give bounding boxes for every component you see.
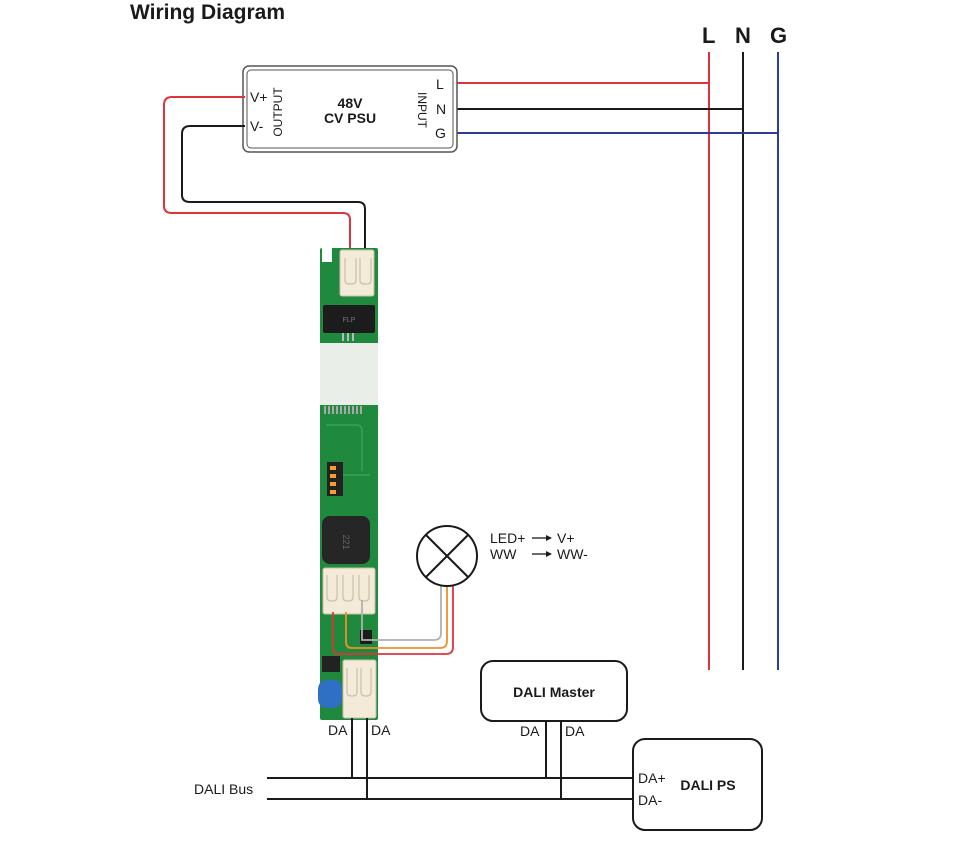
psu-box: 48V CV PSU V+ V- OUTPUT INPUT L N G — [242, 65, 458, 153]
psu-terminal-l: L — [436, 76, 444, 92]
mapping-to-wwminus: WW- — [557, 546, 588, 562]
dali-master-terminal-da2: DA — [565, 723, 585, 739]
psu-terminal-n: N — [436, 101, 446, 117]
svg-text:221: 221 — [341, 534, 351, 549]
lamp-mapping: LED+ V+ WW WW- — [490, 530, 588, 562]
dali-master-box: DALI Master — [480, 660, 628, 722]
mains-label-ground: G — [770, 23, 787, 48]
psu-output-label: OUTPUT — [271, 87, 285, 137]
led-orange-wire — [345, 586, 448, 649]
lamp-symbol — [416, 525, 478, 587]
controller-terminal-da2: DA — [371, 722, 391, 738]
arrow-right-icon — [532, 535, 552, 541]
mapping-from-ledplus: LED+ — [490, 530, 525, 546]
psu-terminal-vminus: V- — [250, 118, 264, 134]
power-inductor — [322, 516, 370, 564]
dali-ps-label: DALI PS — [680, 777, 735, 793]
arrow-right-icon — [532, 551, 552, 557]
dali-master-label: DALI Master — [513, 684, 595, 700]
dali-master-terminal-da1: DA — [520, 723, 540, 739]
psu-terminal-g: G — [435, 125, 446, 141]
led-red-wire — [332, 586, 454, 655]
dali-bus-label: DALI Bus — [194, 781, 253, 797]
pcb-notch — [322, 248, 332, 262]
diagram-title: Wiring Diagram — [130, 1, 285, 24]
dali-ps-box: DALI PS DA+ DA- — [632, 738, 763, 831]
dali-input-connector — [342, 659, 377, 719]
controller-terminal-da1: DA — [328, 722, 348, 738]
led-output-connector — [322, 567, 376, 615]
mains-label-live: L — [702, 23, 715, 48]
dali-ps-terminal-daplus: DA+ — [638, 770, 666, 786]
pcb-label-area — [320, 343, 378, 405]
dip-switch — [327, 462, 343, 496]
svg-text:FLP: FLP — [343, 317, 356, 324]
mapping-to-vplus: V+ — [557, 530, 575, 546]
psu-input-label: INPUT — [415, 92, 429, 129]
inductor-component — [323, 305, 375, 333]
psu-terminal-vplus: V+ — [250, 89, 268, 105]
vminus-wire — [181, 125, 366, 250]
dali-controller-board: FLP 221 — [318, 248, 378, 720]
psu-type-label: CV PSU — [324, 110, 376, 126]
led-white-wire — [361, 586, 442, 641]
capacitor — [318, 680, 342, 708]
mains-label-neutral: N — [735, 23, 751, 48]
psu-voltage-label: 48V — [338, 95, 364, 111]
vplus-wire — [163, 96, 351, 250]
dali-ps-terminal-daminus: DA- — [638, 792, 662, 808]
mapping-from-ww: WW — [490, 546, 517, 562]
